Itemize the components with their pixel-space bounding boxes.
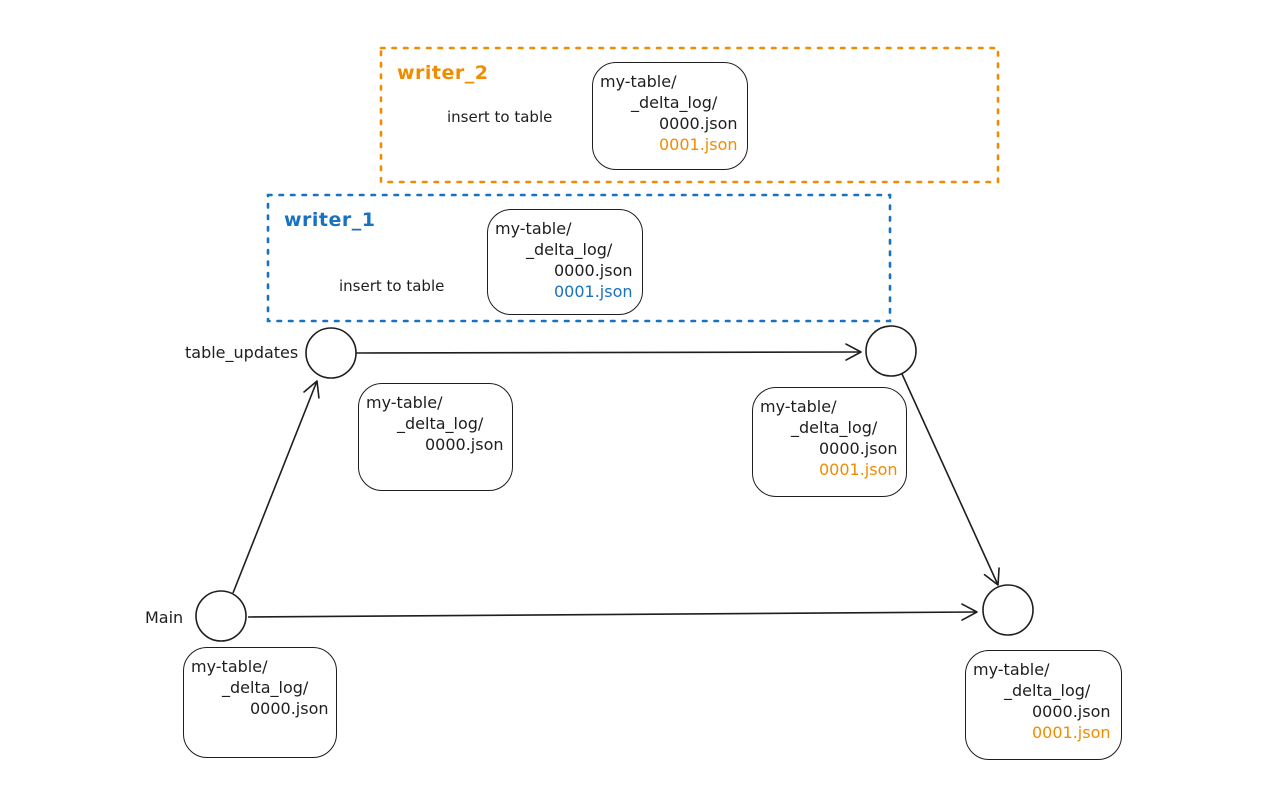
file-line: _delta_log/ — [1004, 681, 1091, 700]
file-line: _delta_log/ — [222, 678, 309, 697]
file-listing-main-v0: my-table/ _delta_log/ 0000.json — [183, 647, 337, 758]
file-line: 0000.json — [554, 261, 633, 280]
commit-node-main-end — [982, 584, 1034, 636]
file-line: my-table/ — [973, 660, 1050, 679]
writer2-dashed-region — [379, 46, 1000, 184]
commit-node-table-updates-start — [305, 327, 357, 379]
file-listing-main-v1: my-table/ _delta_log/ 0000.json 0001.jso… — [965, 650, 1122, 760]
file-line: 0000.json — [250, 699, 329, 718]
arrow-main-branch — [247, 603, 978, 621]
branch-label-table-updates: table_updates — [185, 343, 299, 362]
file-line: my-table/ — [191, 657, 268, 676]
branch-label-main: Main — [145, 608, 184, 627]
file-line: my-table/ — [600, 72, 677, 91]
file-line: _delta_log/ — [791, 418, 878, 437]
arrow-branch-off-main — [232, 380, 320, 594]
file-line: _delta_log/ — [526, 240, 613, 259]
file-listing-writer2: my-table/ _delta_log/ 0000.json 0001.jso… — [592, 62, 748, 170]
file-line-new: 0001.json — [1032, 723, 1111, 742]
commit-node-table-updates-end — [865, 325, 917, 377]
file-line: 0000.json — [425, 435, 504, 454]
file-line: 0000.json — [659, 114, 738, 133]
commit-node-main-start — [195, 590, 247, 642]
writer1-dashed-region — [266, 193, 892, 323]
file-line-new: 0001.json — [659, 135, 738, 154]
writer2-label: writer_2 — [397, 62, 489, 84]
file-line: _delta_log/ — [631, 93, 718, 112]
file-line: 0000.json — [1032, 702, 1111, 721]
file-line: my-table/ — [760, 397, 837, 416]
writer2-action-label: insert to table — [447, 108, 553, 126]
file-line-new: 0001.json — [819, 460, 898, 479]
file-listing-writer1: my-table/ _delta_log/ 0000.json 0001.jso… — [487, 209, 643, 315]
arrow-table-updates-branch — [355, 343, 862, 361]
file-line-new: 0001.json — [554, 282, 633, 301]
file-line: _delta_log/ — [397, 414, 484, 433]
arrow-merge-to-main — [901, 373, 1000, 586]
writer1-action-label: insert to table — [339, 277, 445, 295]
writer1-label: writer_1 — [284, 209, 376, 231]
file-listing-table-updates-v1: my-table/ _delta_log/ 0000.json 0001.jso… — [752, 387, 907, 497]
file-listing-table-updates-v0: my-table/ _delta_log/ 0000.json — [358, 383, 513, 491]
file-line: my-table/ — [495, 219, 572, 238]
file-line: my-table/ — [366, 393, 443, 412]
file-line: 0000.json — [819, 439, 898, 458]
